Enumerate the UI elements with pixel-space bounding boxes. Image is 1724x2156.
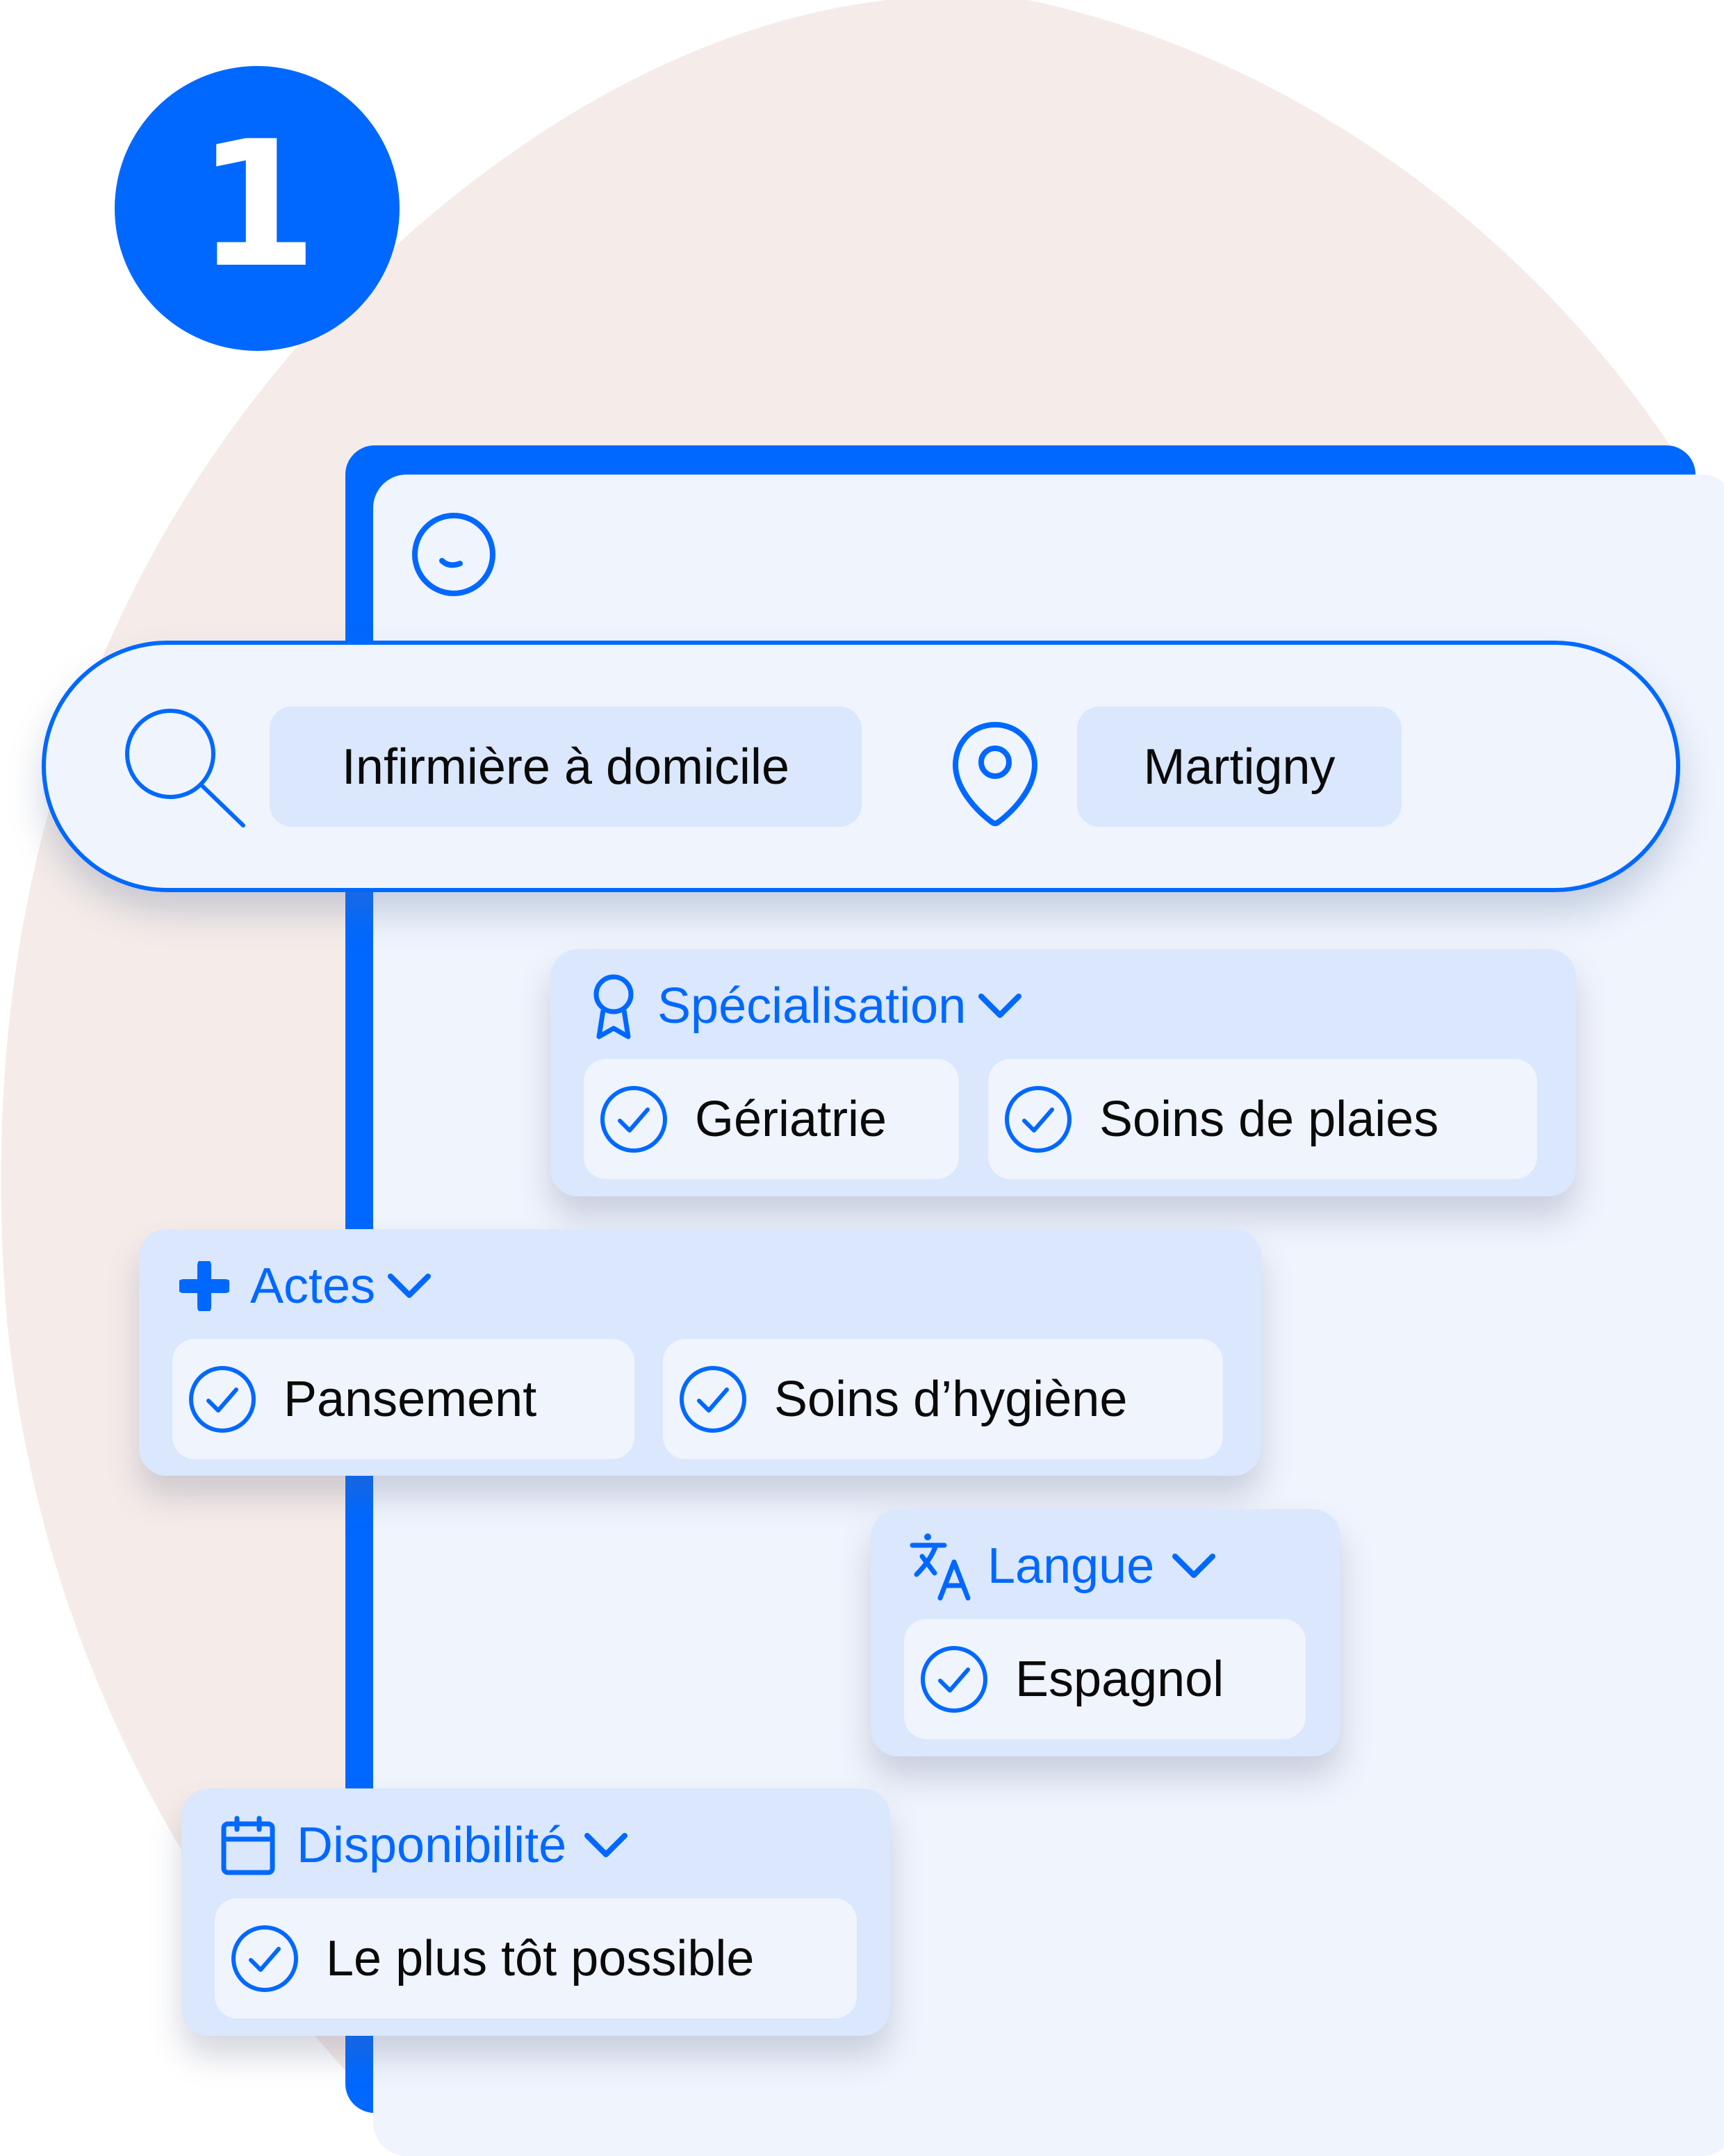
filter-option[interactable]: Soins de plaies bbox=[988, 1059, 1537, 1179]
filter-option[interactable]: Soins d’hygiène bbox=[663, 1339, 1223, 1459]
filter-card-actes: Actes Pansement Soins d’hygiène bbox=[139, 1229, 1261, 1476]
filter-card-specialisation: Spécialisation Gériatrie Soins de plaies bbox=[550, 949, 1576, 1196]
filter-label: Actes bbox=[250, 1258, 376, 1314]
filter-option[interactable]: Gériatrie bbox=[584, 1059, 959, 1179]
filter-option-label: Pansement bbox=[284, 1371, 537, 1427]
calendar-icon bbox=[221, 1816, 275, 1875]
filter-label: Langue bbox=[987, 1538, 1155, 1594]
filter-option-label: Soins d’hygiène bbox=[774, 1371, 1128, 1427]
check-circle-icon bbox=[921, 1645, 987, 1713]
filter-label: Disponibilité bbox=[297, 1818, 567, 1873]
filter-header-actes[interactable]: Actes bbox=[179, 1251, 432, 1321]
filter-option[interactable]: Pansement bbox=[172, 1339, 634, 1459]
search-icon[interactable] bbox=[118, 702, 250, 834]
check-circle-icon bbox=[189, 1365, 256, 1433]
translate-icon bbox=[910, 1533, 971, 1601]
filter-option-label: Soins de plaies bbox=[1099, 1091, 1439, 1147]
filter-option[interactable]: Espagnol bbox=[904, 1619, 1306, 1739]
step-number-badge: 1 bbox=[115, 66, 400, 351]
location-text: Martigny bbox=[1143, 739, 1336, 795]
award-ribbon-icon bbox=[593, 974, 634, 1039]
location-input[interactable]: Martigny bbox=[1077, 707, 1402, 827]
check-circle-icon bbox=[231, 1925, 298, 1992]
step-number: 1 bbox=[197, 104, 318, 306]
filter-card-langue: Langue Espagnol bbox=[871, 1509, 1340, 1756]
smiley-icon bbox=[412, 513, 495, 596]
check-circle-icon bbox=[600, 1085, 667, 1153]
check-circle-icon bbox=[1005, 1085, 1072, 1153]
chevron-down-icon bbox=[1172, 1554, 1216, 1578]
map-pin-icon bbox=[953, 722, 1037, 826]
filter-card-disponibilite: Disponibilité Le plus tôt possible bbox=[181, 1788, 890, 2036]
filter-option-label: Gériatrie bbox=[695, 1091, 887, 1147]
filter-option-label: Le plus tôt possible bbox=[326, 1930, 755, 1986]
plus-cross-icon bbox=[179, 1261, 229, 1311]
filter-header-disponibilite[interactable]: Disponibilité bbox=[220, 1811, 629, 1880]
filter-option[interactable]: Le plus tôt possible bbox=[215, 1898, 857, 2018]
filter-header-langue[interactable]: Langue bbox=[910, 1531, 1217, 1601]
chevron-down-icon bbox=[388, 1274, 432, 1298]
filter-option-label: Espagnol bbox=[1015, 1651, 1224, 1707]
check-circle-icon bbox=[680, 1365, 746, 1433]
search-query-text: Infirmière à domicile bbox=[341, 739, 790, 795]
chevron-down-icon bbox=[584, 1833, 628, 1857]
search-query-input[interactable]: Infirmière à domicile bbox=[270, 707, 862, 827]
filter-header-specialisation[interactable]: Spécialisation bbox=[591, 971, 1023, 1041]
chevron-down-icon bbox=[978, 994, 1022, 1018]
filter-label: Spécialisation bbox=[657, 978, 967, 1034]
